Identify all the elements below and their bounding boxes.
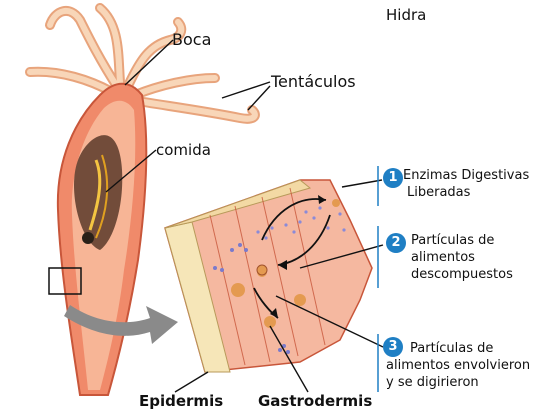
step-3-line-2: alimentos envolvieron [386,358,531,373]
step-1-text: Enzimas Digestivas Liberadas [403,167,529,201]
step-3-line-1: Partículas de [410,341,494,356]
tentacles [25,3,260,124]
diagram-title: Hidra [386,6,427,24]
tissue-cross-section [164,179,373,373]
step-2-line-1: Partículas de [411,233,495,248]
zoom-arrow [64,305,178,344]
leader-lines [105,39,384,393]
hydra-body [56,82,148,396]
step-2-badge: 2 [386,233,406,253]
label-tentacles: Tentáculos [271,72,356,91]
label-gastrodermis: Gastrodermis [258,392,373,410]
label-mouth: Boca [172,30,212,49]
step-3-text: Partículas de alimentos envolvieron y se… [386,340,530,391]
step-3-line-3: y se digirieron [386,375,479,390]
step-2-line-3: descompuestos [411,267,513,282]
label-food: comida [156,141,211,159]
step-2-line-2: alimentos [411,250,475,265]
step-3-badge: 3 [383,337,403,357]
step-1-line-1: Enzimas Digestivas [403,168,530,183]
step-2-text: Partículas de alimentos descompuestos [411,232,513,283]
step-1-badge: 1 [383,168,403,188]
label-epidermis: Epidermis [139,392,224,410]
zoom-selection-box [48,267,82,295]
arrow-heads [270,195,326,318]
step-1-line-2: Liberadas [407,185,471,200]
